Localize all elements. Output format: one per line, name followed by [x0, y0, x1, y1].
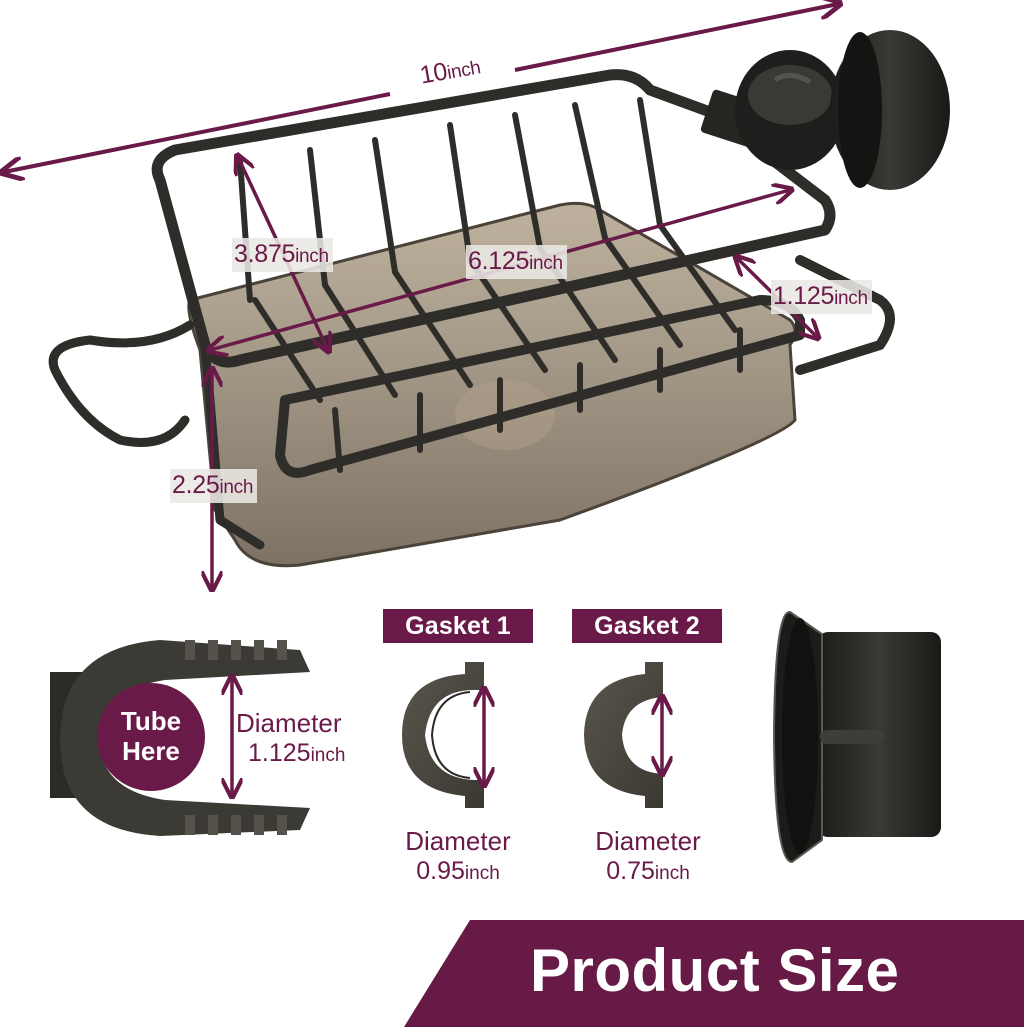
gasket-2-diameter-label: Diameter	[595, 826, 701, 856]
gasket-1-diameter-value-wrap: 0.95inch	[388, 857, 528, 887]
gasket-2-diameter-value: 0.75	[606, 856, 655, 885]
height-value: 2.25	[172, 471, 220, 499]
gap-value: 1.125	[773, 282, 835, 310]
depth-value: 3.875	[234, 240, 296, 268]
product-size-banner	[404, 920, 1024, 1027]
faucet-clamp	[700, 30, 950, 190]
clamp-diameter-unit: inch	[310, 744, 346, 766]
gasket-2-shape	[584, 662, 663, 808]
faucet-adapter	[772, 611, 941, 864]
tray-length-value: 6.125	[468, 247, 530, 275]
gasket-2-diameter-text: Diameter 0.75inch	[578, 826, 718, 886]
gap-label: 1.125inch	[771, 280, 872, 314]
gasket-2-diameter-unit: inch	[654, 862, 690, 884]
height-unit: inch	[219, 477, 254, 498]
gasket-2-diameter-value-wrap: 0.75inch	[578, 857, 718, 887]
length-value: 10	[417, 57, 450, 90]
gasket-1-tag: Gasket 1	[383, 609, 533, 643]
gasket-1-diameter-text: Diameter 0.95inch	[388, 826, 528, 886]
depth-unit: inch	[295, 246, 329, 267]
tube-here-line1: Tube	[120, 706, 182, 737]
tube-here-line2: Here	[122, 736, 180, 766]
clamp-diameter-value-wrap: 1.125inch	[236, 739, 345, 769]
gap-unit: inch	[834, 288, 868, 309]
clamp-diameter-label: Diameter	[236, 708, 342, 738]
tray-length-unit: inch	[529, 253, 563, 274]
tube-here-badge: Tube Here	[97, 683, 205, 791]
clamp-diameter-text: Diameter 1.125inch	[236, 708, 345, 768]
tray-length-label: 6.125inch	[466, 245, 567, 279]
gasket-2-tag: Gasket 2	[572, 609, 722, 643]
clamp-diameter-value: 1.125	[248, 738, 311, 767]
banner-title: Product Size	[530, 937, 900, 1004]
depth-label: 3.875inch	[232, 238, 333, 272]
gasket-1-diameter-unit: inch	[464, 862, 500, 884]
height-label: 2.25inch	[170, 469, 258, 503]
gasket-1-diameter-label: Diameter	[405, 826, 511, 856]
gasket-1-diameter-value: 0.95	[416, 856, 465, 885]
gasket-1-shape	[402, 662, 484, 808]
